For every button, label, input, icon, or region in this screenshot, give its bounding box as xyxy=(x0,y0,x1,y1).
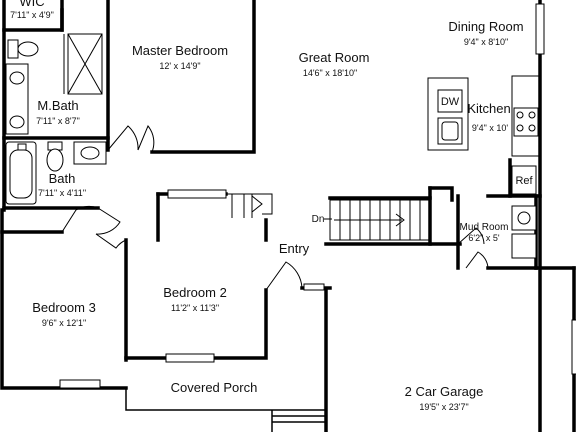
garage-name: 2 Car Garage xyxy=(405,384,484,399)
fixtures: DW Ref xyxy=(5,33,541,259)
bath-name: Bath xyxy=(49,171,76,186)
dining-room-name: Dining Room xyxy=(448,19,523,34)
sink-icon xyxy=(80,146,100,160)
bathtub xyxy=(5,141,37,205)
dishwasher-label: DW xyxy=(441,96,460,108)
room-labels: WIC 7'11" x 4'9" Master Bedroom 12' x 14… xyxy=(10,0,523,412)
master-bedroom-name: Master Bedroom xyxy=(132,43,228,58)
kitchen-dims: 9'4" x 10' xyxy=(472,123,508,133)
kitchen-name: Kitchen xyxy=(467,101,510,116)
covered-porch-name: Covered Porch xyxy=(171,380,258,395)
sink-icon xyxy=(9,71,25,85)
master-bath-dims: 7'11" x 8'7" xyxy=(36,116,80,126)
bath-dims: 7'11" x 4'11" xyxy=(38,188,86,198)
windows xyxy=(59,3,576,389)
bedroom-3-dims: 9'6" x 12'1" xyxy=(42,318,86,328)
doors xyxy=(61,125,489,291)
master-toilet xyxy=(7,39,19,59)
stairs-down-label: Dn xyxy=(312,214,325,225)
master-bath-name: M.Bath xyxy=(37,98,78,113)
refrigerator xyxy=(511,165,537,195)
refrigerator-label: Ref xyxy=(515,175,533,187)
master-bedroom-dims: 12' x 14'9" xyxy=(159,61,200,71)
entry-name: Entry xyxy=(279,241,310,256)
mud-room-dims: 6'2" x 5' xyxy=(468,233,499,243)
kitchen-island xyxy=(427,77,469,151)
sink-icon xyxy=(9,115,25,129)
dishwasher xyxy=(437,89,463,113)
great-room-name: Great Room xyxy=(299,50,370,65)
wic-name: WIC xyxy=(19,0,44,9)
dryer xyxy=(511,233,537,259)
great-room-dims: 14'6" x 18'10" xyxy=(303,68,357,78)
bedroom-2-dims: 11'2" x 11'3" xyxy=(171,303,219,313)
stairs-down: Dn xyxy=(312,199,431,241)
dining-room-dims: 9'4" x 8'10" xyxy=(464,37,508,47)
range xyxy=(513,107,539,137)
bath-toilet xyxy=(46,148,64,172)
bedroom-2-name: Bedroom 2 xyxy=(163,285,227,300)
mud-room-name: Mud Room xyxy=(460,222,509,233)
washer xyxy=(511,205,537,231)
bedroom-3-name: Bedroom 3 xyxy=(32,300,96,315)
garage-dims: 19'5" x 23'7" xyxy=(419,402,468,412)
wic-dims: 7'11" x 4'9" xyxy=(10,10,54,20)
